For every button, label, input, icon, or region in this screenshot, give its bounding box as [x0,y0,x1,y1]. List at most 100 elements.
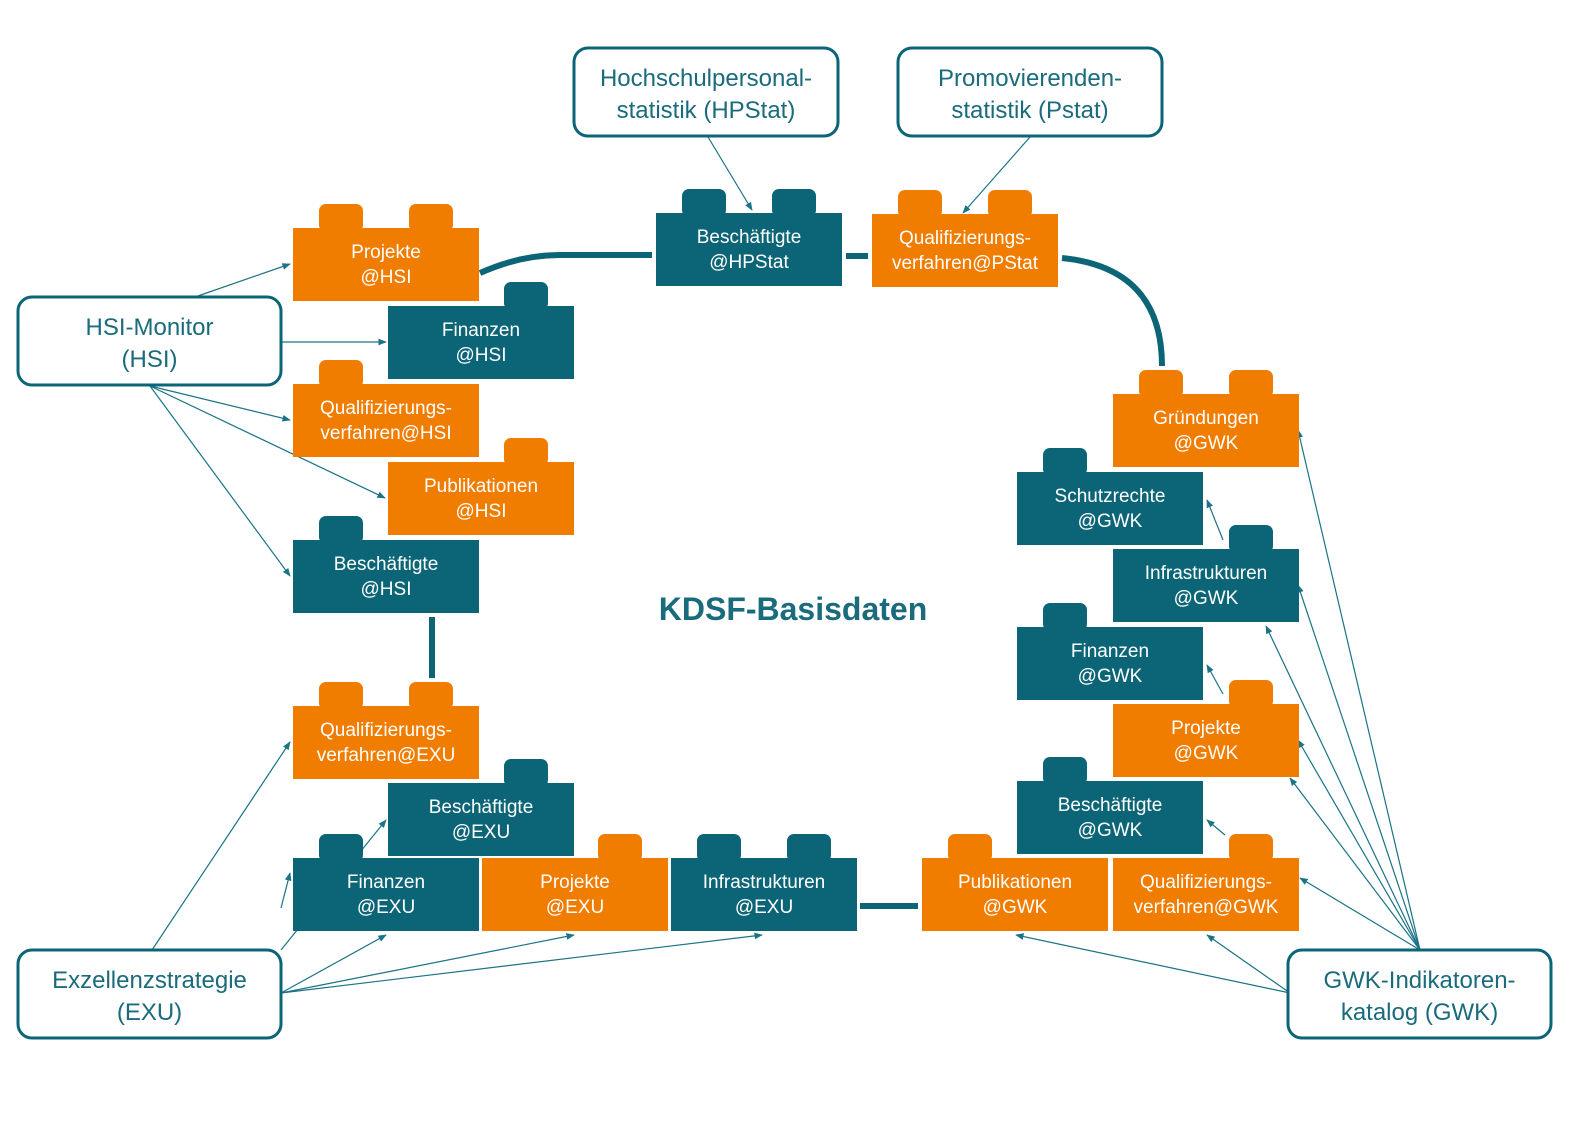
block-label: Projekte @HSI [351,242,421,288]
block-label-line: Publikationen [958,872,1072,893]
block-label-line: @EXU [452,822,510,843]
block-body [293,228,479,301]
block-stud [1139,370,1183,398]
source-arrow-5 [149,385,291,577]
block-label: Beschäftigte@GWK [1058,795,1163,841]
block-label-line: Qualifizierungs- [320,398,452,419]
source-arrow-11 [280,934,387,994]
block-body [293,858,479,931]
block-label: Finanzen@HSI [442,320,520,366]
block-label-line: Finanzen [1071,641,1149,662]
block-label-line: verfahren@EXU [317,745,456,766]
source-box [572,46,840,138]
block-qualifizierung-hsi: Qualifizierungs-verfahren@HSI [293,360,479,457]
source-boxes: HSI-Monitor (HSI) Exzellenzstrategie(EXU) H… [16,46,1553,1040]
source-label: Promovierenden-statistik (Pstat) [938,65,1122,124]
block-projekte-hsi: Projekte @HSI [293,204,479,301]
source-label-line: statistik (Pstat) [951,97,1108,124]
source-arrow-7 [962,136,1031,214]
block-stud [1229,834,1273,862]
connector-line-1 [478,252,652,276]
block-stud [1043,757,1087,785]
block-label: Publikationen @GWK [958,872,1072,918]
block-finanzen-exu: Finanzen@EXU [293,834,479,931]
block-label-line: Finanzen [347,872,425,893]
block-publikationen-gwk: Publikationen @GWK [922,834,1108,931]
block-label-line: Beschäftigte [697,227,802,248]
source-arrow-16 [1296,429,1421,951]
source-arrow-21 [1289,777,1421,951]
block-publikationen-hsi: Publikationen @HSI [388,438,574,535]
block-label-line: Beschäftigte [334,554,439,575]
block-label-line: Beschäftigte [1058,795,1163,816]
block-label-line: verfahren@GWK [1134,897,1279,918]
source-arrow-4 [149,385,386,499]
block-body [1017,472,1203,545]
source-arrow-10 [280,872,292,909]
block-projekte-gwk: Projekte @GWK [1113,680,1299,777]
block-body [293,540,479,613]
block-finanzen-gwk: Finanzen @GWK [1017,603,1203,700]
block-label-line: Publikationen [424,476,538,497]
source-hpstat: Hochschulpersonal-statistik (HPStat) [572,46,840,138]
block-label: Infrastrukturen@GWK [1145,563,1268,609]
block-label-line: @HSI [361,267,412,288]
block-stud [898,190,942,218]
source-label-line: HSI-Monitor [85,314,213,341]
block-label-line: Qualifizierungs- [899,228,1031,249]
block-label-line: @GWK [983,897,1048,918]
block-label-line: @HSI [456,501,507,522]
block-body [656,213,842,286]
source-box [896,46,1164,138]
block-infrastrukturen-exu: Infrastrukturen@EXU [671,834,857,931]
block-finanzen-hsi: Finanzen@HSI [388,282,574,379]
block-body [482,858,668,931]
block-stud [1043,448,1087,476]
block-stud [948,834,992,862]
block-body [1017,627,1203,700]
block-body [1113,858,1299,931]
block-beschaeftigte-hpstat: Beschäftigte @HPStat [656,189,842,286]
block-stud [319,204,363,232]
block-label-line: Projekte [351,242,421,263]
block-label: Beschäftigte@EXU [429,797,534,843]
block-label-line: @HSI [361,579,412,600]
block-stud [772,189,816,217]
block-projekte-exu: Projekte@EXU [482,834,668,931]
source-arrow-22 [1206,499,1224,541]
block-label: Beschäftigte @HPStat [697,227,802,273]
block-label: Qualifizierungs-verfahren@PStat [892,228,1039,274]
source-arrow-1 [194,263,291,298]
block-stud [319,682,363,710]
block-body [922,858,1108,931]
source-arrow-20 [1265,625,1421,951]
block-stud [504,282,548,310]
source-label: Exzellenzstrategie(EXU) [52,967,247,1026]
block-label-line: @GWK [1078,511,1143,532]
block-label-line: Infrastrukturen [703,872,826,893]
block-label-line: Projekte [1171,718,1241,739]
block-label: Projekte@EXU [540,872,610,918]
source-arrow-19 [1299,877,1421,951]
block-stud [409,682,453,710]
block-label: Projekte @GWK [1171,718,1241,764]
block-body [388,306,574,379]
block-body [1113,394,1299,467]
source-box [1286,948,1553,1040]
block-label-line: @GWK [1078,666,1143,687]
block-beschaeftigte-exu: Beschäftigte@EXU [388,759,574,856]
block-label-line: @GWK [1174,743,1239,764]
block-body [872,214,1058,287]
block-stud [988,190,1032,218]
block-label-line: Schutzrechte [1055,486,1166,507]
diagram-title: KDSF-Basisdaten [659,591,928,627]
source-label-line: (HSI) [122,346,178,373]
block-body [1113,704,1299,777]
source-arrow-18 [1297,739,1421,951]
block-label-line: Qualifizierungs- [1140,872,1272,893]
block-label-line: @HPStat [709,252,789,273]
block-stud [598,834,642,862]
source-arrow-15 [1206,934,1291,994]
connector-lines [429,252,1165,909]
